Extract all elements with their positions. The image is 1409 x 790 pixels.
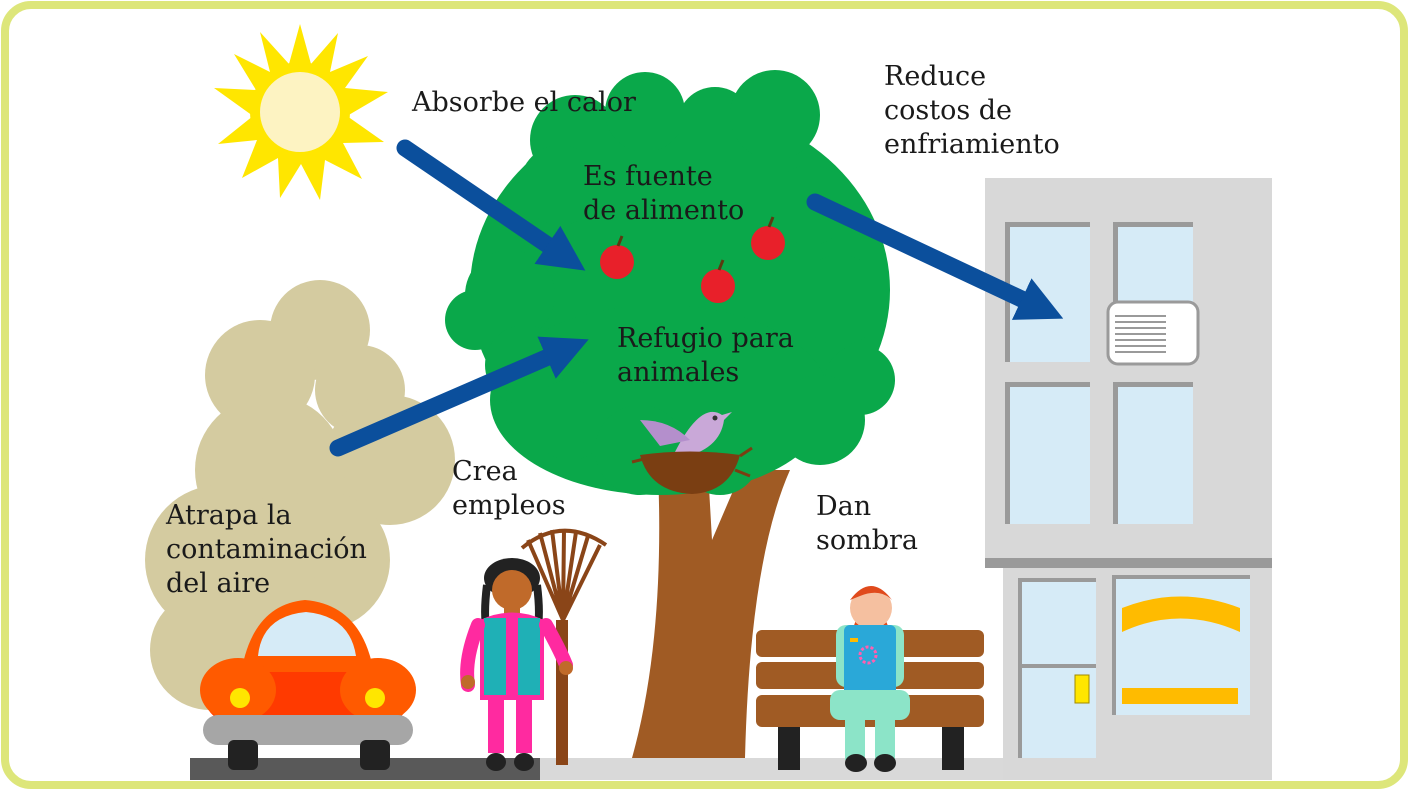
label-jobs: Crea empleos	[452, 456, 566, 521]
building-icon	[985, 178, 1272, 780]
apple-icon	[600, 235, 634, 279]
shop-window	[1112, 575, 1250, 715]
pollution-arrow	[329, 336, 589, 457]
label-cooling: Reduce costos de enfriamiento	[884, 61, 1060, 160]
tree-icon	[445, 70, 895, 758]
air-conditioner-icon	[1106, 300, 1200, 366]
sun-icon	[214, 24, 388, 200]
girl-with-rake-icon	[460, 528, 608, 771]
window	[1113, 382, 1193, 524]
window	[1005, 382, 1090, 524]
cooling-arrow	[806, 193, 1064, 320]
arrow-icon	[329, 139, 1064, 457]
label-pollution: Atrapa la contaminación del aire	[166, 500, 367, 599]
label-heat: Absorbe el calor	[412, 87, 636, 118]
door	[1018, 578, 1096, 758]
label-shelter: Refugio para animales	[617, 323, 794, 388]
label-food: Es fuente de alimento	[583, 161, 745, 226]
label-shade: Dan sombra	[816, 491, 919, 556]
trunk	[632, 470, 790, 758]
car-icon	[200, 600, 416, 770]
apple-icon	[701, 259, 735, 303]
bird-icon	[640, 411, 732, 458]
heat-arrow	[396, 139, 586, 271]
nest-icon	[631, 446, 753, 494]
apple-icon	[751, 216, 785, 260]
girl-on-bench-icon	[830, 586, 910, 772]
